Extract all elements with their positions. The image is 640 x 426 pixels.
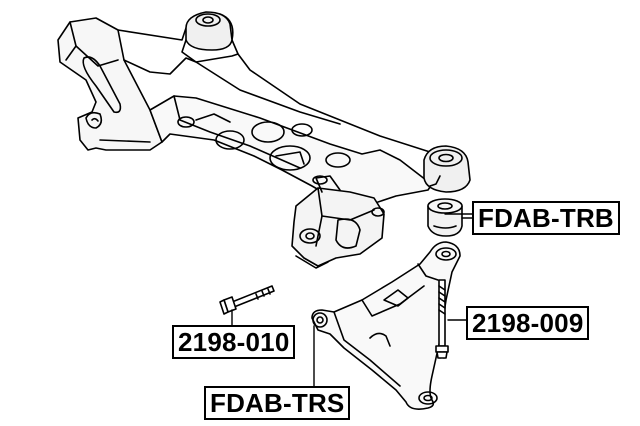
bushing-fdab-trb	[427, 198, 473, 237]
front-subframe	[57, 11, 471, 269]
label-2198-009: 2198-009	[466, 306, 590, 340]
lower-control-arm	[311, 241, 461, 410]
label-fdab-trs: FDAB-TRS	[204, 386, 351, 420]
label-fdab-trb: FDAB-TRB	[472, 201, 620, 235]
label-2198-010: 2198-010	[172, 325, 296, 359]
leader-lines	[231, 213, 473, 387]
bolt-2198-009	[435, 279, 449, 359]
bolt-2198-010	[219, 285, 275, 315]
